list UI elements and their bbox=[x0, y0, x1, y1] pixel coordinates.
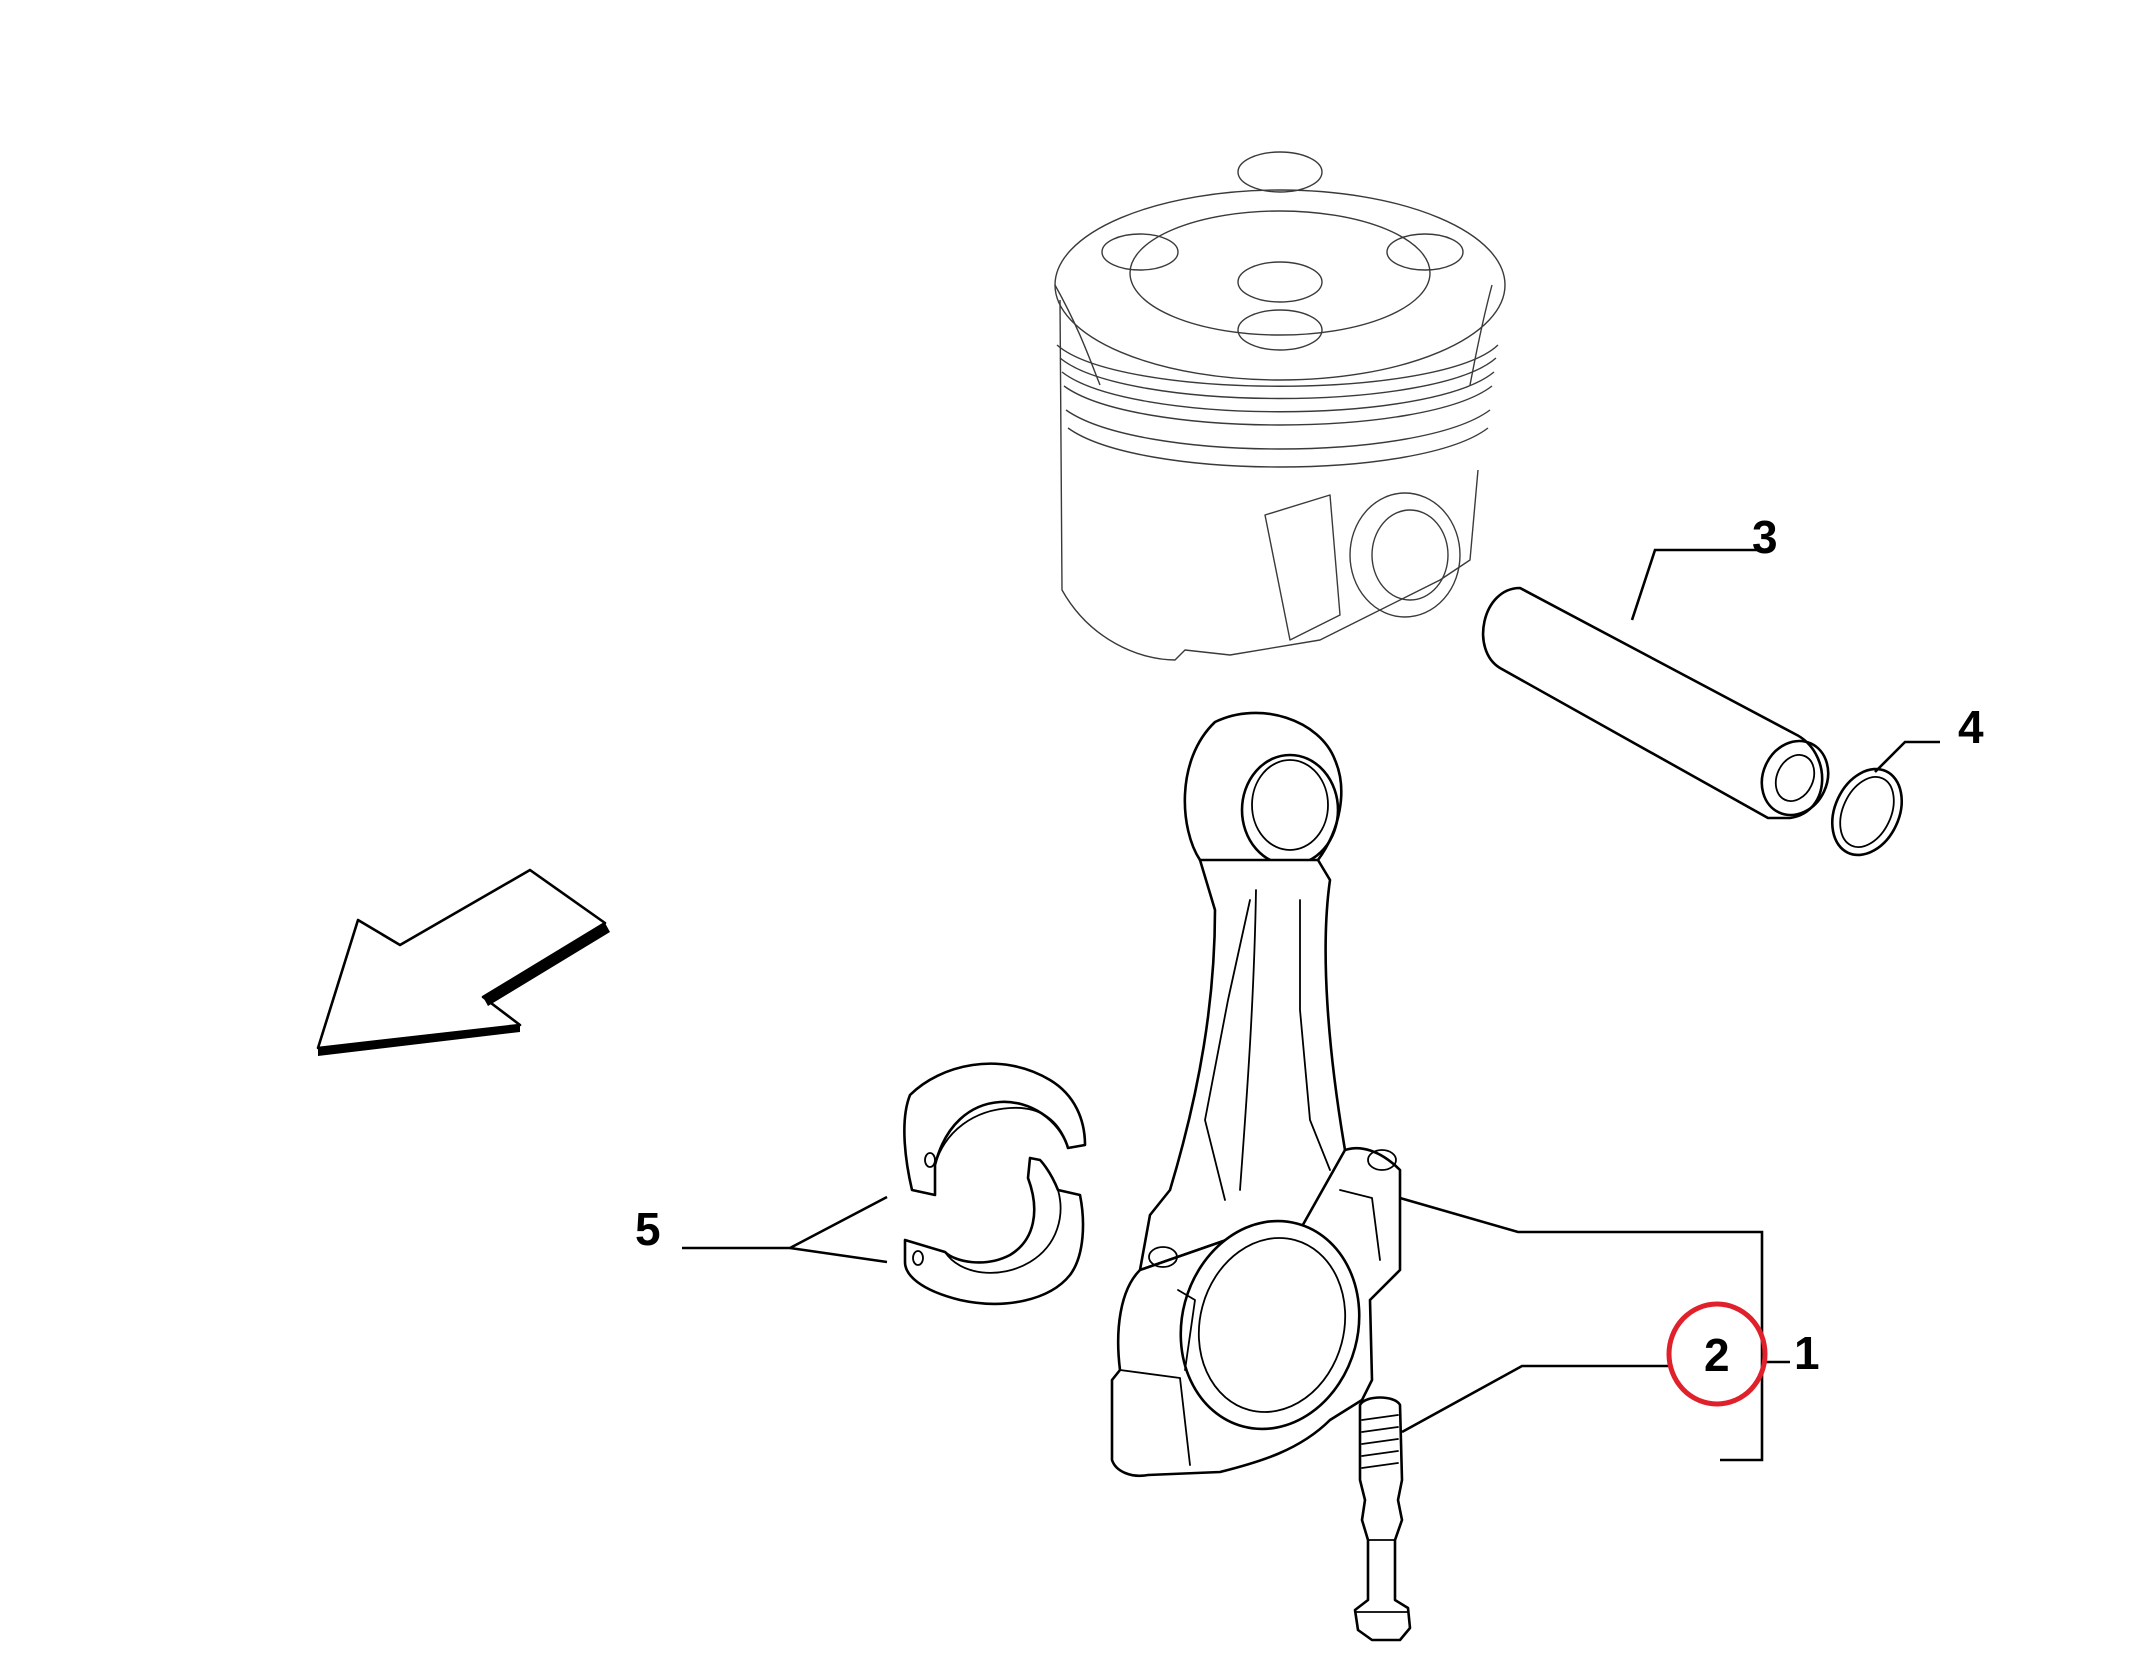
leader-lines bbox=[682, 548, 1940, 1462]
callout-5: 5 bbox=[635, 1203, 661, 1255]
callout-3: 3 bbox=[1752, 511, 1778, 563]
highlight-ring bbox=[1666, 1301, 1768, 1407]
connecting-rod bbox=[1110, 711, 1402, 1478]
arrow-down-left-icon bbox=[316, 868, 610, 1056]
callout-2: 2 bbox=[1704, 1329, 1730, 1381]
callout-1: 1 bbox=[1794, 1327, 1820, 1379]
piston-pin bbox=[1481, 586, 1830, 820]
piston bbox=[1054, 151, 1506, 661]
bearing-shells bbox=[903, 1062, 1087, 1306]
connecting-rod-bolt bbox=[1353, 1396, 1412, 1642]
snap-ring bbox=[1831, 767, 1903, 857]
callout-4: 4 bbox=[1958, 701, 1984, 753]
